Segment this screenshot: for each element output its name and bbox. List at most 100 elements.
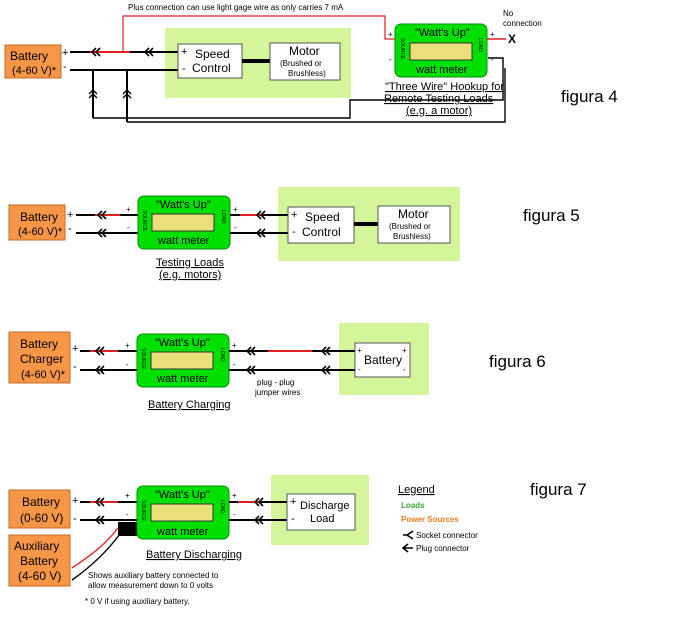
plus-sign: + <box>62 47 68 59</box>
load-label: LOAD <box>477 38 483 52</box>
meter-title: "Watt's Up" <box>155 337 210 349</box>
load-label: LOAD <box>219 348 225 362</box>
no-connection-label: No <box>503 9 514 18</box>
charger-label: Charger <box>20 352 63 366</box>
source-label: SOURCE <box>140 500 146 522</box>
charger-label: Battery <box>20 337 58 351</box>
load-label: Load <box>310 513 334 525</box>
no-connection-mark: X <box>508 32 516 46</box>
battery-box <box>4 44 62 79</box>
jumper-label: plug - plug <box>257 378 294 387</box>
figure-title: figura 5 <box>523 206 580 225</box>
motor-sub: (Brushed or <box>280 59 322 68</box>
meter-display <box>151 213 215 232</box>
battery-label: Battery <box>364 353 402 367</box>
meter-title: "Watt's Up" <box>155 489 210 501</box>
plus-sign: + <box>67 209 73 221</box>
legend-plug: Plug connector <box>416 544 470 553</box>
battery-voltage: (4-60 V)* <box>12 65 57 77</box>
minus-sign: - <box>127 223 130 232</box>
meter-title: "Watt's Up" <box>415 27 470 39</box>
battery-voltage: (4-60 V)* <box>18 226 63 238</box>
motor-sub: Brushless) <box>393 232 431 241</box>
battery-label: Battery <box>20 210 58 224</box>
motor-box <box>269 42 341 81</box>
battery-box <box>8 489 71 529</box>
caption: Battery Charging <box>148 399 231 411</box>
minus-sign: - <box>358 365 361 374</box>
plus-sign: + <box>402 346 407 355</box>
battery-voltage: (0-60 V) <box>20 511 63 525</box>
minus-sign: - <box>233 360 236 369</box>
plus-sign: + <box>125 491 130 500</box>
battery-label: Battery <box>22 495 60 509</box>
plus-sign: + <box>72 495 78 507</box>
plus-sign: + <box>181 46 187 58</box>
discharge-load-box <box>286 493 356 531</box>
hookup-caption: (e.g. a motor) <box>406 105 472 117</box>
source-label: SOURCE <box>140 348 146 370</box>
speed-label: Speed <box>305 210 340 224</box>
charger-box <box>8 331 71 384</box>
load-label: Discharge <box>300 500 350 512</box>
motor-label: Motor <box>289 44 320 58</box>
meter-subtitle: watt meter <box>156 373 209 385</box>
socket-connector-icon <box>122 89 132 99</box>
speed-label: Speed <box>195 47 230 61</box>
figura-5: Battery (4-60 V)* + - + - "Watt's Up" wa… <box>8 187 580 281</box>
motor-sub: Brushless) <box>288 69 326 78</box>
minus-sign: - <box>126 510 129 519</box>
aux-plug <box>118 522 138 536</box>
plus-sign: + <box>125 341 130 350</box>
minus-sign: - <box>68 223 72 235</box>
plus-sign: + <box>232 491 237 500</box>
motor-box <box>377 205 451 244</box>
plus-connection-note: Plus connection can use light gage wire … <box>128 3 344 12</box>
socket-connector-icon <box>403 530 414 540</box>
minus-sign: - <box>182 63 186 75</box>
legend-power: Power Sources <box>401 515 459 524</box>
battery-box <box>8 204 66 241</box>
plus-sign: + <box>291 209 297 221</box>
hookup-caption: Remote Testing Loads <box>384 93 494 105</box>
plus-sign: + <box>233 205 238 214</box>
minus-sign: - <box>491 55 494 64</box>
jumper-label: jumper wires <box>254 388 300 397</box>
meter-subtitle: watt meter <box>156 526 209 538</box>
meter-display <box>409 42 473 61</box>
minus-sign: - <box>389 55 392 64</box>
aux-label: Battery <box>20 554 58 568</box>
figure-title: figura 4 <box>561 87 618 106</box>
plus-sign: + <box>232 341 237 350</box>
no-connection-label: connection <box>503 19 542 28</box>
speed-control-box <box>177 43 243 79</box>
figura-6: Battery Charger (4-60 V)* + - + - "Watt'… <box>8 323 546 411</box>
plug-connector-icon <box>401 543 413 553</box>
minus-sign: - <box>234 223 237 232</box>
caption: Battery Discharging <box>146 549 242 561</box>
figura-7: Battery (0-60 V) + - Auxiliary Battery (… <box>8 475 587 606</box>
footnote: * 0 V if using auxiliary battery. <box>85 597 190 606</box>
aux-note: Shows auxiliary battery connected to <box>88 571 219 580</box>
caption: (e.g. motors) <box>159 269 221 281</box>
legend-loads: Loads <box>401 501 425 510</box>
motor-sub: (Brushed or <box>389 222 431 231</box>
battery-box <box>354 342 411 378</box>
plus-sign: + <box>290 496 296 508</box>
socket-connector-icon <box>88 89 98 99</box>
legend-socket: Socket connector <box>416 531 478 540</box>
caption: Testing Loads <box>156 257 224 269</box>
load-label: LOAD <box>220 210 226 224</box>
plus-sign: + <box>126 205 131 214</box>
plus-sign: + <box>388 30 393 39</box>
battery-label: Battery <box>10 49 48 63</box>
plus-sign: + <box>490 30 495 39</box>
legend-title: Legend <box>398 484 435 496</box>
hookup-caption: "Three Wire" Hookup for <box>385 81 504 93</box>
minus-sign: - <box>126 360 129 369</box>
meter-subtitle: watt meter <box>157 235 210 247</box>
plus-sign: + <box>72 343 78 355</box>
plus-sign: + <box>357 346 362 355</box>
minus-sign: - <box>291 513 295 525</box>
